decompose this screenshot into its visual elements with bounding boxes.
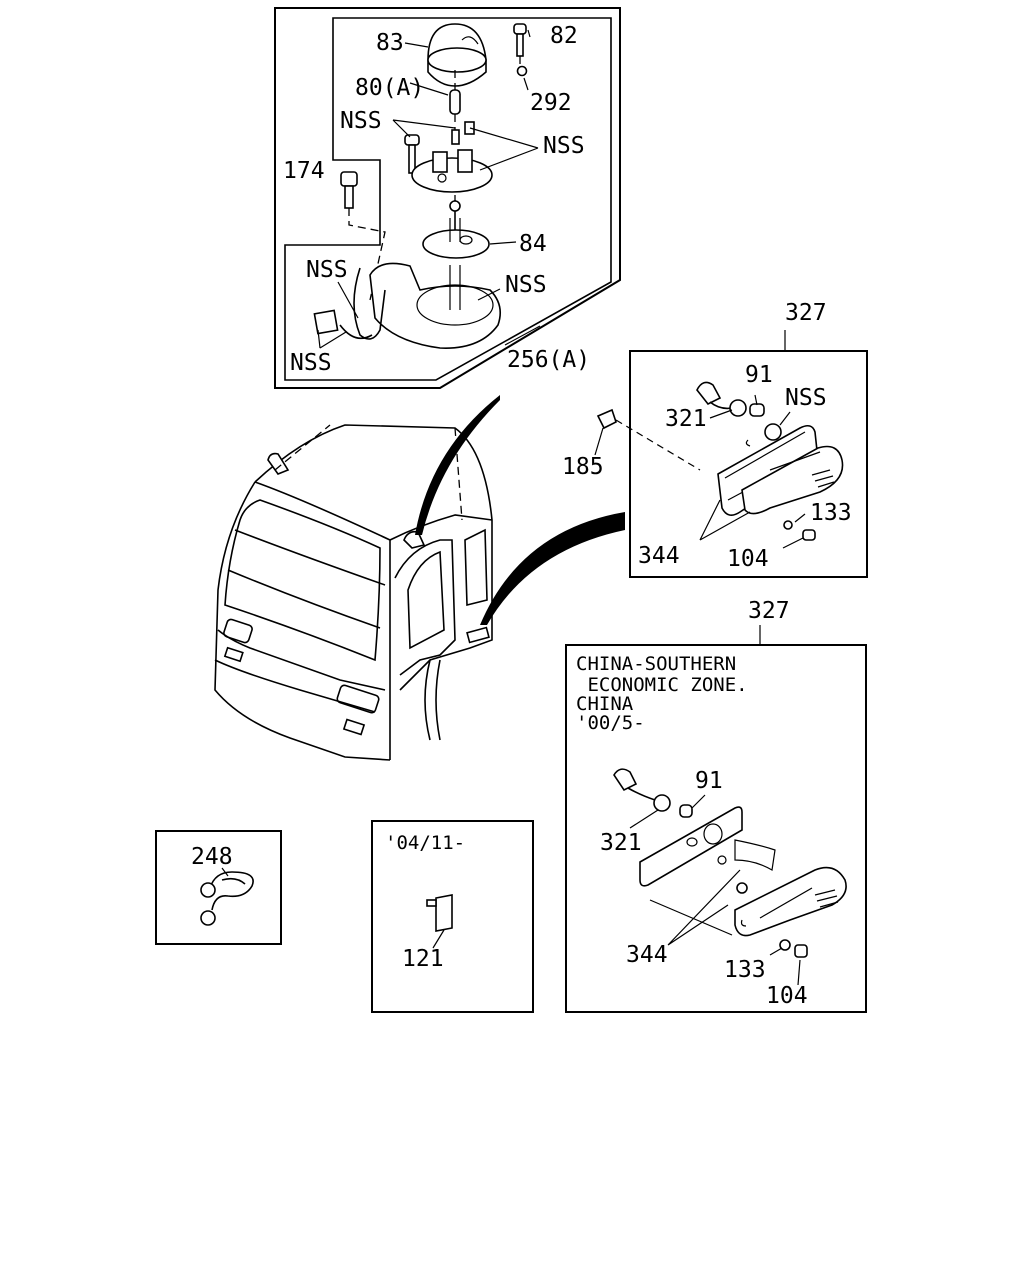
side-lamp-panel-upper-frame xyxy=(629,350,868,578)
label-133-upper: 133 xyxy=(810,500,852,526)
bolt-174 xyxy=(340,171,386,301)
label-nss-connector: NSS xyxy=(290,350,332,376)
label-121: 121 xyxy=(402,946,444,972)
bulb-80a xyxy=(449,70,461,130)
roof-lamp-inner-frame xyxy=(284,17,612,381)
label-104-lower: 104 xyxy=(766,983,808,1009)
label-321-upper: 321 xyxy=(665,406,707,432)
label-nss-top-right: NSS xyxy=(543,133,585,159)
harness-connector xyxy=(313,309,373,340)
screw-82 xyxy=(513,23,527,57)
side-lamp-lens-133 xyxy=(741,445,844,515)
side-lamp-panel-upper xyxy=(594,330,868,578)
bracket-panel-121 xyxy=(371,820,534,1013)
gasket-84 xyxy=(422,218,490,259)
side-lamp-panel-lower-frame xyxy=(565,644,867,1013)
label-327-upper: 327 xyxy=(785,300,827,326)
clip-185 xyxy=(594,408,701,471)
side-lamp-panel-lower xyxy=(565,625,867,1013)
label-nss-side: NSS xyxy=(785,385,827,411)
label-nss-harness: NSS xyxy=(306,257,348,283)
note-china-line4: '00/5- xyxy=(576,712,645,734)
nut-lower xyxy=(736,882,748,894)
label-82: 82 xyxy=(550,23,578,49)
socket-pin xyxy=(451,129,460,145)
label-80a: 80(A) xyxy=(355,75,424,101)
label-133-lower: 133 xyxy=(724,957,766,983)
roof-lamp-right xyxy=(403,530,426,549)
label-91-lower: 91 xyxy=(695,768,723,794)
roof-lamp-outer-frame xyxy=(274,7,621,389)
note-date-0411: '04/11- xyxy=(385,832,465,854)
label-344-lower: 344 xyxy=(626,942,668,968)
label-104-upper: 104 xyxy=(727,546,769,572)
label-248: 248 xyxy=(191,844,233,870)
washer-133-lower xyxy=(779,939,791,951)
label-nss-base: NSS xyxy=(505,272,547,298)
label-84: 84 xyxy=(519,231,547,257)
label-91-upper: 91 xyxy=(745,362,773,388)
label-nss-top-left: NSS xyxy=(340,108,382,134)
truck-cab-illustration xyxy=(214,395,625,761)
clip-panel-248 xyxy=(155,830,282,945)
label-174: 174 xyxy=(283,158,325,184)
label-292: 292 xyxy=(530,90,572,116)
label-327-lower: 327 xyxy=(748,598,790,624)
note-china-line2: ECONOMIC ZONE. xyxy=(576,674,748,696)
mounting-plate-344 xyxy=(639,806,776,887)
socket-321-upper xyxy=(696,381,765,419)
grommet-nss xyxy=(764,423,782,441)
washer-292 xyxy=(516,65,528,77)
label-256a: 256(A) xyxy=(507,347,590,373)
socket-321-lower xyxy=(613,768,706,829)
socket-plate xyxy=(411,149,493,193)
socket-terminal xyxy=(464,121,475,135)
washer-133-upper xyxy=(783,520,793,530)
lamp-base-256a xyxy=(353,262,501,349)
label-83: 83 xyxy=(376,30,404,56)
label-185: 185 xyxy=(562,454,604,480)
roof-lamp-assembly-panel xyxy=(274,7,621,389)
side-lamp-lens-lower xyxy=(734,866,847,937)
roof-lamp-left xyxy=(267,452,290,475)
note-china-line3: CHINA xyxy=(576,693,634,715)
screw-104-upper xyxy=(782,529,816,549)
label-321-lower: 321 xyxy=(600,830,642,856)
note-china-line1: CHINA-SOUTHERN xyxy=(576,653,736,675)
screw-104-lower xyxy=(769,944,808,986)
label-344-upper: 344 xyxy=(638,543,680,569)
lamp-lens-83 xyxy=(427,23,487,87)
